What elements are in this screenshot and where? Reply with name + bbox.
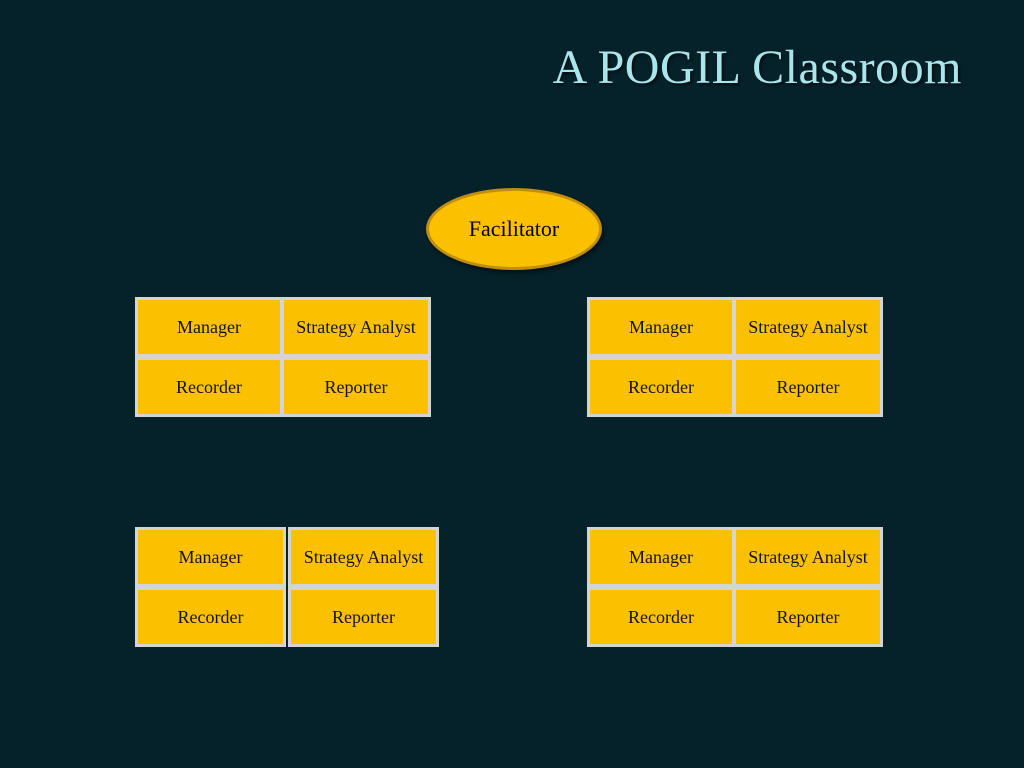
facilitator-node: Facilitator	[426, 188, 602, 270]
role-reporter: Reporter	[281, 357, 431, 417]
role-label: Manager	[629, 317, 693, 337]
role-manager: Manager	[587, 297, 735, 357]
role-reporter: Reporter	[288, 587, 439, 647]
role-manager: Manager	[135, 527, 286, 587]
role-strategy-analyst: Strategy Analyst	[733, 297, 883, 357]
role-manager: Manager	[587, 527, 735, 587]
role-strategy-analyst: Strategy Analyst	[281, 297, 431, 357]
role-label: Strategy Analyst	[748, 547, 868, 567]
role-reporter: Reporter	[733, 357, 883, 417]
role-label: Recorder	[628, 377, 694, 397]
role-label: Reporter	[332, 607, 395, 627]
role-strategy-analyst: Strategy Analyst	[733, 527, 883, 587]
role-reporter: Reporter	[733, 587, 883, 647]
role-label: Manager	[178, 547, 243, 567]
role-recorder: Recorder	[587, 587, 735, 647]
role-recorder: Recorder	[135, 587, 286, 647]
role-label: Manager	[177, 317, 241, 337]
role-label: Reporter	[324, 377, 388, 397]
role-strategy-analyst: Strategy Analyst	[288, 527, 439, 587]
role-recorder: Recorder	[587, 357, 735, 417]
role-label: Manager	[629, 547, 693, 567]
role-label: Strategy Analyst	[748, 317, 868, 337]
role-manager: Manager	[135, 297, 283, 357]
role-label: Recorder	[176, 377, 242, 397]
role-label: Reporter	[776, 607, 840, 627]
facilitator-label: Facilitator	[468, 216, 560, 241]
role-label: Reporter	[776, 377, 840, 397]
role-label: Strategy Analyst	[296, 317, 416, 337]
role-label: Recorder	[628, 607, 694, 627]
role-label: Recorder	[177, 607, 244, 627]
slide-title: A POGIL Classroom	[552, 41, 962, 94]
role-recorder: Recorder	[135, 357, 283, 417]
role-label: Strategy Analyst	[303, 547, 424, 567]
